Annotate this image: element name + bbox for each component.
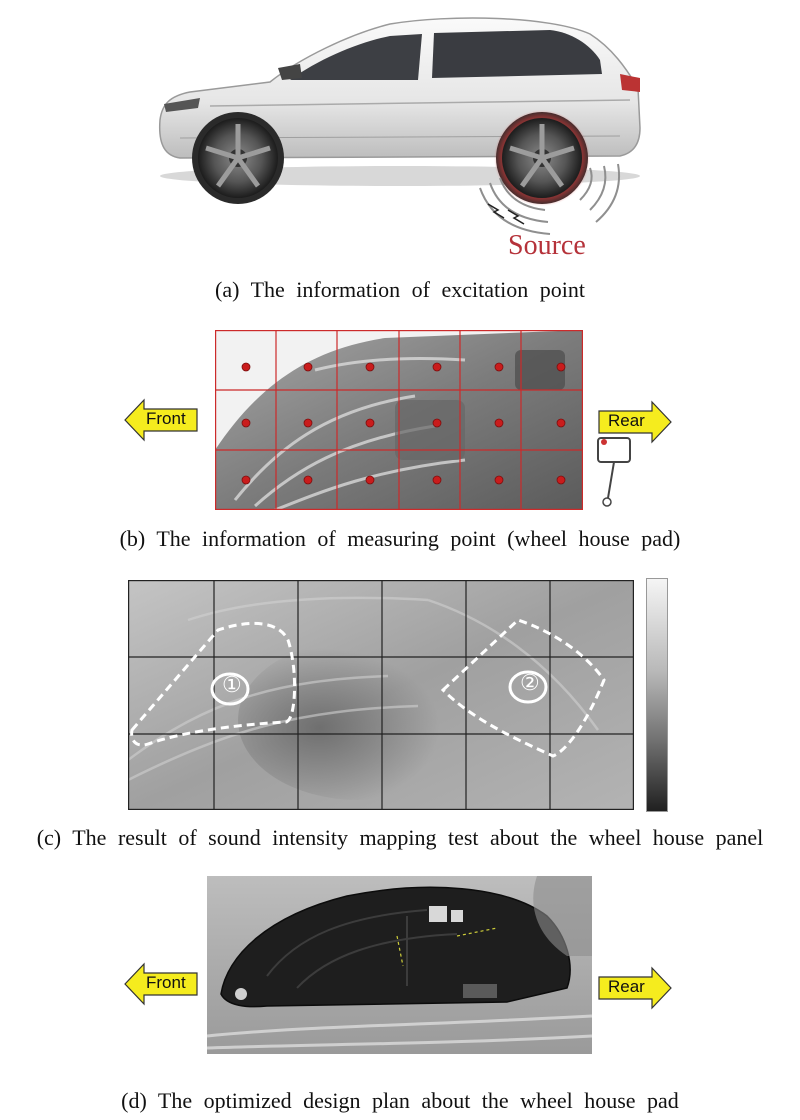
measuring-point — [303, 475, 313, 485]
caption-a: (a) The information of excitation point — [215, 277, 585, 302]
measuring-point — [241, 362, 251, 372]
intensity-color-bar — [646, 578, 668, 812]
microphone-probe — [592, 436, 636, 512]
front-direction-arrow-d: Front — [124, 962, 198, 1006]
optimized-pad-photo — [206, 876, 593, 1054]
measuring-point — [365, 475, 375, 485]
panel-c-intensity-map: ① ② — [127, 580, 634, 811]
measuring-point — [494, 418, 504, 428]
measuring-point — [432, 418, 442, 428]
measuring-grid-lines — [215, 330, 583, 511]
front-direction-arrow: Front — [124, 398, 198, 442]
front-label: Front — [146, 409, 186, 428]
source-label: Source — [508, 230, 586, 261]
region-2-outline — [440, 618, 606, 758]
tail-light — [620, 74, 640, 92]
caption-b: (b) The information of measuring point (… — [119, 526, 681, 551]
rear-label-d: Rear — [608, 977, 645, 996]
rear-direction-arrow: Rear — [598, 400, 672, 444]
measuring-points — [241, 362, 566, 485]
measuring-point — [303, 418, 313, 428]
wheel-house-pad-photo — [215, 330, 583, 512]
vibration-mark-icons — [487, 203, 525, 225]
panel-d-optimized-pad — [206, 876, 593, 1054]
car-illustration — [158, 17, 641, 235]
measuring-point — [494, 362, 504, 372]
panel-a-car-figure: Source — [150, 8, 650, 268]
caption-c: (c) The result of sound intensity mappin… — [36, 825, 764, 850]
caption-d: (d) The optimized design plan about the … — [121, 1088, 679, 1113]
sound-intensity-map — [127, 580, 634, 811]
front-label-d: Front — [146, 973, 186, 992]
region-1-outline — [130, 621, 296, 747]
region-2-label: ② — [520, 670, 540, 695]
measuring-point — [432, 362, 442, 372]
headlight — [164, 98, 200, 112]
car-window-front — [290, 34, 422, 80]
left-arrow-icon — [124, 962, 198, 1006]
left-arrow-icon — [124, 398, 198, 442]
measuring-point — [432, 475, 442, 485]
measuring-point — [556, 418, 566, 428]
rear-direction-arrow-d: Rear — [598, 966, 672, 1010]
measuring-point — [494, 475, 504, 485]
right-arrow-icon — [598, 400, 672, 444]
measuring-point — [556, 362, 566, 372]
measuring-point — [365, 362, 375, 372]
panel-b-measuring-grid — [215, 330, 583, 512]
probe-icon — [597, 437, 631, 507]
intensity-grid-lines — [128, 580, 634, 811]
measuring-point — [241, 418, 251, 428]
sound-wave-arcs — [479, 163, 620, 235]
measuring-point — [303, 362, 313, 372]
car-window-rear — [432, 30, 602, 78]
rear-label: Rear — [608, 411, 645, 430]
measuring-point — [556, 475, 566, 485]
measuring-point — [241, 475, 251, 485]
right-arrow-icon — [598, 966, 672, 1010]
region-1-label: ① — [222, 672, 242, 697]
measuring-point — [365, 418, 375, 428]
